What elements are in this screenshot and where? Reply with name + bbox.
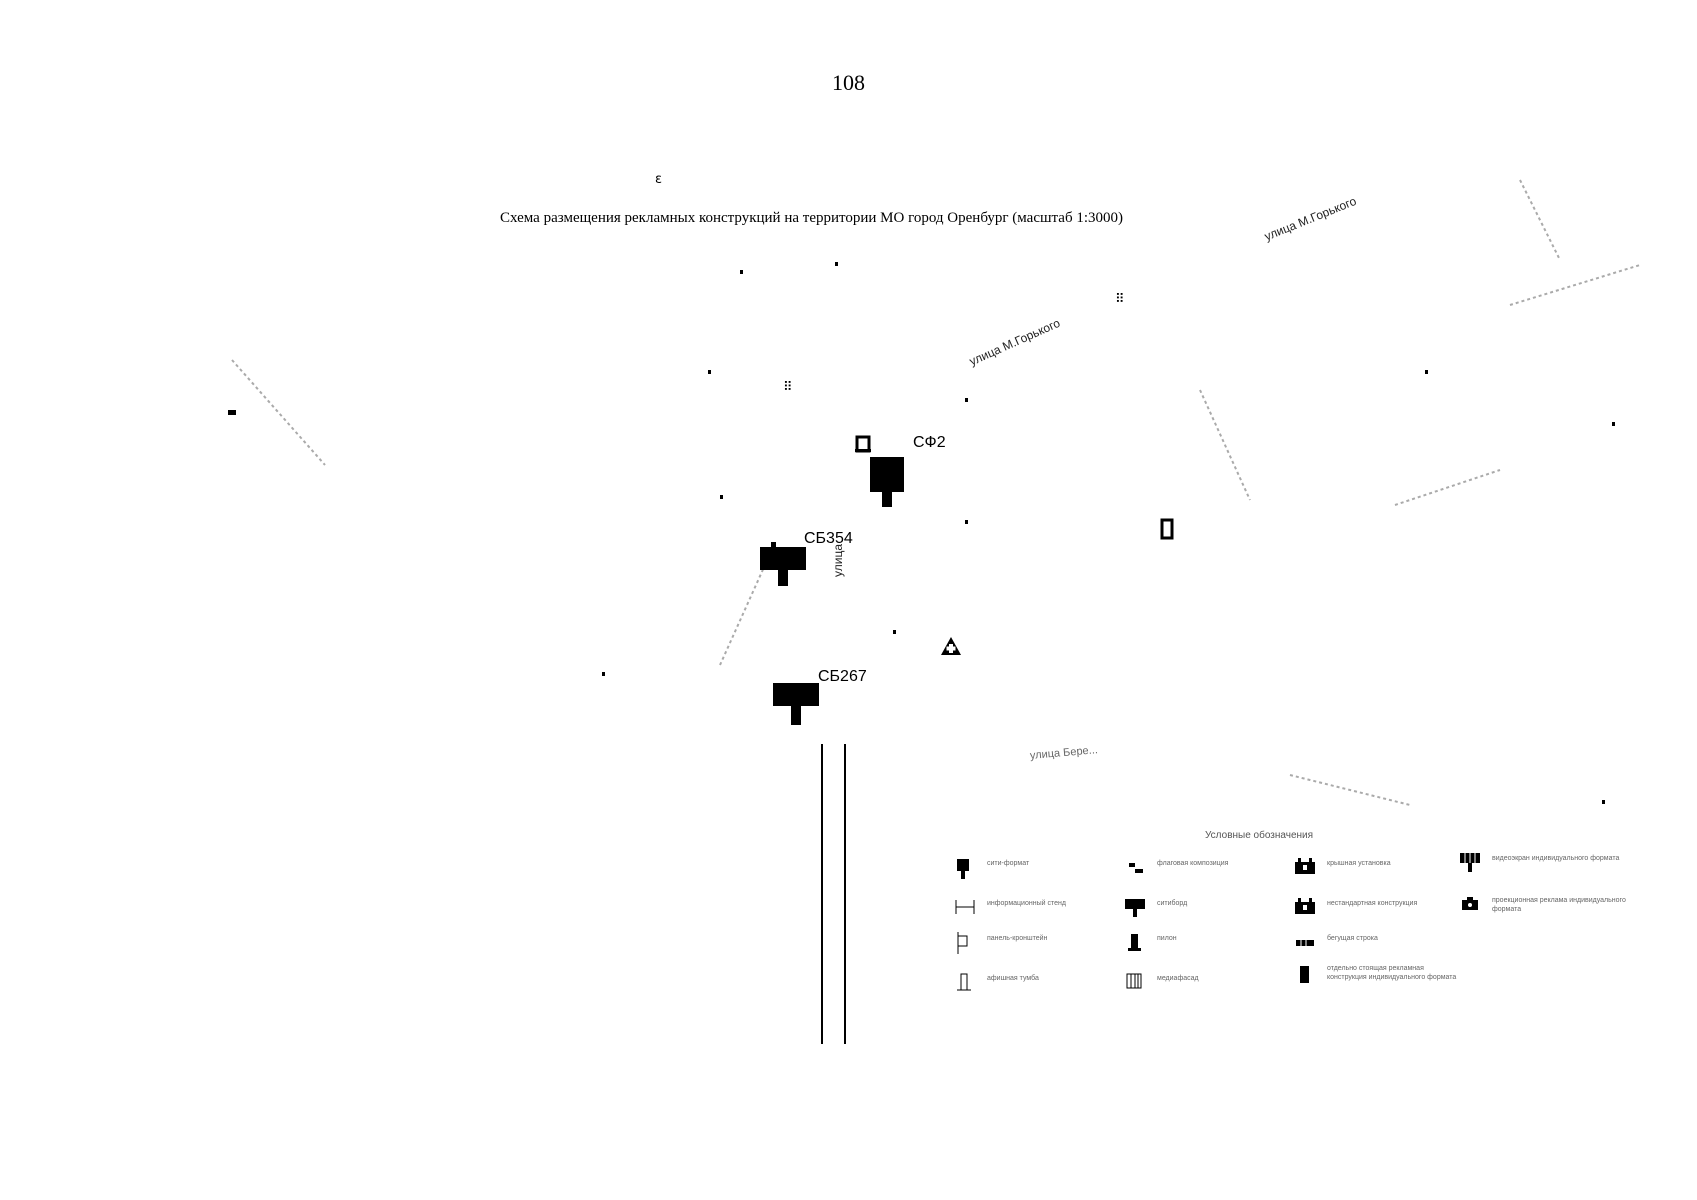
poster-column-icon: [957, 973, 971, 991]
legend-label: сити-формат: [987, 860, 1030, 867]
roof-install-icon: [1295, 858, 1315, 874]
map-dot: [1425, 370, 1428, 374]
legend-label: афишная тумба: [987, 975, 1039, 982]
construction-code-cb267[interactable]: СБ267: [818, 668, 867, 685]
bracket-panel-icon: [957, 932, 968, 954]
legend-item: панель-кронштейн: [955, 930, 1125, 960]
kiosk-icon: [1160, 518, 1174, 540]
legend-item: крышная установка: [1295, 855, 1465, 885]
legend-item: информационный стенд: [955, 895, 1125, 925]
legend-item: сити-формат: [955, 855, 1125, 885]
map-dot: [1612, 422, 1615, 426]
info-stand-icon: [955, 900, 975, 914]
street-trace-bottom-right: [1289, 774, 1411, 806]
legend-label: видеоэкран индивидуального формата: [1492, 855, 1620, 862]
media-facade-icon: [1126, 973, 1142, 989]
street-trace-right: [1509, 264, 1641, 306]
legend-label: информационный стенд: [987, 900, 1066, 907]
construction-code-cb354[interactable]: СБ354: [804, 530, 853, 547]
street-edge-line: [821, 744, 823, 1044]
construction-code-cf2[interactable]: СФ2: [913, 434, 946, 451]
legend-item: флаговая композиция: [1125, 855, 1295, 885]
freestanding-icon: [1300, 966, 1309, 983]
flag-icon: [1129, 863, 1143, 873]
legend-item: проекционная реклама индивидуального фор…: [1460, 892, 1630, 922]
nonstandard-icon: [1295, 898, 1315, 914]
legend-label: нестандартная конструкция: [1327, 900, 1418, 907]
legend-title: Условные обозначения: [1205, 830, 1314, 841]
street-trace-right-2: [1394, 469, 1501, 506]
ticker-icon: [1296, 940, 1314, 946]
street-trace-center: [719, 564, 766, 666]
legend-label: бегущая строка: [1327, 935, 1378, 942]
citiboard-icon: [1125, 899, 1145, 917]
map-title: Схема размещения рекламных конструкций н…: [500, 210, 1123, 226]
legend-label: ситиборд: [1157, 900, 1188, 907]
map-dot: [720, 495, 723, 499]
legend-item: афишная тумба: [955, 970, 1125, 1000]
legend-label: панель-кронштейн: [987, 935, 1048, 942]
street-edge-line: [844, 744, 846, 1044]
legend-label: крышная установка: [1327, 860, 1391, 867]
map-glyph: ε: [655, 172, 663, 187]
street-trace-top-right: [1519, 179, 1561, 261]
street-trace-left: [231, 359, 326, 466]
legend-item: видеоэкран индивидуального формата: [1460, 850, 1630, 880]
legend-item: бегущая строка: [1295, 930, 1465, 960]
map-glyph: ⠿: [783, 380, 793, 395]
map-dot: [893, 630, 896, 634]
legend-label: медиафасад: [1157, 975, 1199, 982]
legend-item: ситиборд: [1125, 895, 1295, 925]
legend-item: отдельно стоящая рекламная конструкция и…: [1295, 960, 1465, 990]
pylon-icon: [1128, 934, 1141, 951]
street-trace-center-right: [1199, 389, 1251, 501]
legend-label: флаговая композиция: [1157, 860, 1229, 867]
billboard-small-icon: [957, 859, 969, 879]
map-marker-left: [228, 410, 236, 415]
page-number: 108: [832, 70, 865, 95]
billboard-cf2-icon[interactable]: [870, 457, 904, 507]
map-dot: [965, 398, 968, 402]
map-dot: [965, 520, 968, 524]
map-dot: [708, 370, 711, 374]
legend-label: проекционная реклама индивидуального фор…: [1492, 897, 1626, 913]
map-glyph: ⠿: [1115, 292, 1125, 307]
legend-item: нестандартная конструкция: [1295, 895, 1465, 925]
billboard-cb267-icon[interactable]: [773, 683, 819, 725]
video-screen-icon: [1460, 853, 1480, 872]
map-dot: [1602, 800, 1605, 804]
map-dot: [835, 262, 838, 266]
legend-item: медиафасад: [1125, 970, 1295, 1000]
legend-label: пилон: [1157, 935, 1177, 942]
map-dot: [602, 672, 605, 676]
billboard-cb354-icon[interactable]: [760, 542, 806, 586]
projection-icon: [1462, 897, 1478, 910]
map-legend: Условные обозначения сити-формат информа…: [955, 830, 1645, 1010]
map-dot: [740, 270, 743, 274]
medical-icon: [941, 637, 961, 655]
kiosk-icon: [855, 435, 871, 453]
legend-label: отдельно стоящая рекламная конструкция и…: [1327, 965, 1457, 981]
legend-item: пилон: [1125, 930, 1295, 960]
